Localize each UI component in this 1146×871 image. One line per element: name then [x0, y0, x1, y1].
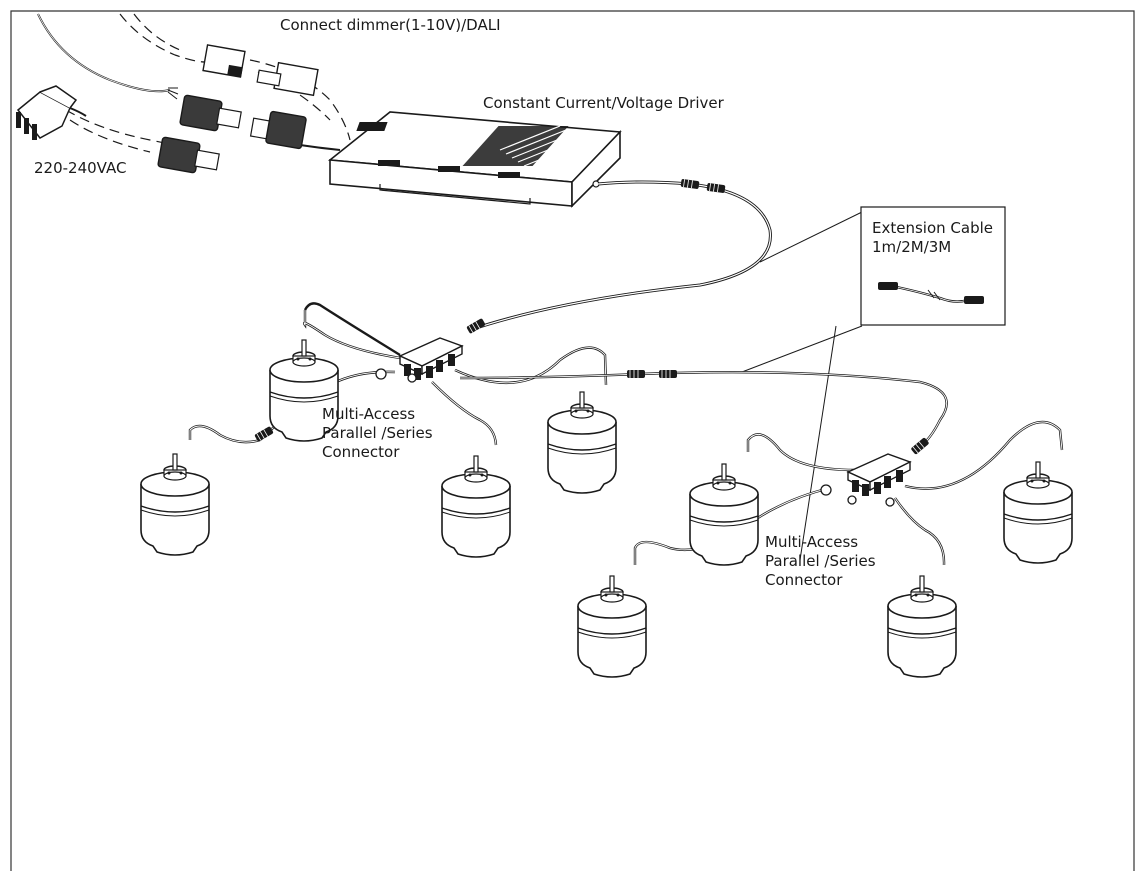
- connector-left-line2: Parallel /Series: [322, 424, 433, 442]
- lamp-right-b: [577, 575, 647, 678]
- extension-label-line1: Extension Cable: [872, 219, 993, 237]
- lamp-left-d: [547, 391, 617, 494]
- extension-label: Extension Cable 1m/2M/3M: [872, 219, 993, 257]
- connector-right-line2: Parallel /Series: [765, 552, 876, 570]
- dimmer-label: Connect dimmer(1-10V)/DALI: [280, 16, 501, 34]
- page-frame: [10, 10, 1135, 871]
- right-hub: [847, 453, 911, 497]
- connector-left-line3: Connector: [322, 443, 400, 461]
- connector-label-right: Multi-Access Parallel /Series Connector: [765, 533, 876, 590]
- dimmer-connector: [202, 44, 319, 97]
- lamp-right-a: [689, 463, 759, 566]
- mains-plug: [16, 85, 87, 140]
- connector-right-line3: Connector: [765, 571, 843, 589]
- extension-inset: [741, 206, 1006, 561]
- left-hub: [399, 337, 463, 381]
- connector-left-line1: Multi-Access: [322, 405, 416, 423]
- mains-label: 220-240VAC: [34, 159, 127, 177]
- output-cable: [469, 180, 772, 332]
- extension-label-line2: 1m/2M/3M: [872, 238, 952, 256]
- lamp-left-c: [441, 455, 511, 558]
- driver-box: [327, 111, 622, 208]
- driver-label: Constant Current/Voltage Driver: [483, 94, 724, 112]
- power-connector-out: [249, 110, 307, 150]
- connector-label-left: Multi-Access Parallel /Series Connector: [322, 405, 433, 462]
- power-connector-in: [157, 94, 242, 174]
- lamp-right-c: [887, 575, 957, 678]
- lamp-right-d: [1003, 461, 1073, 564]
- connector-right-line1: Multi-Access: [765, 533, 859, 551]
- lamp-left-b: [140, 453, 210, 556]
